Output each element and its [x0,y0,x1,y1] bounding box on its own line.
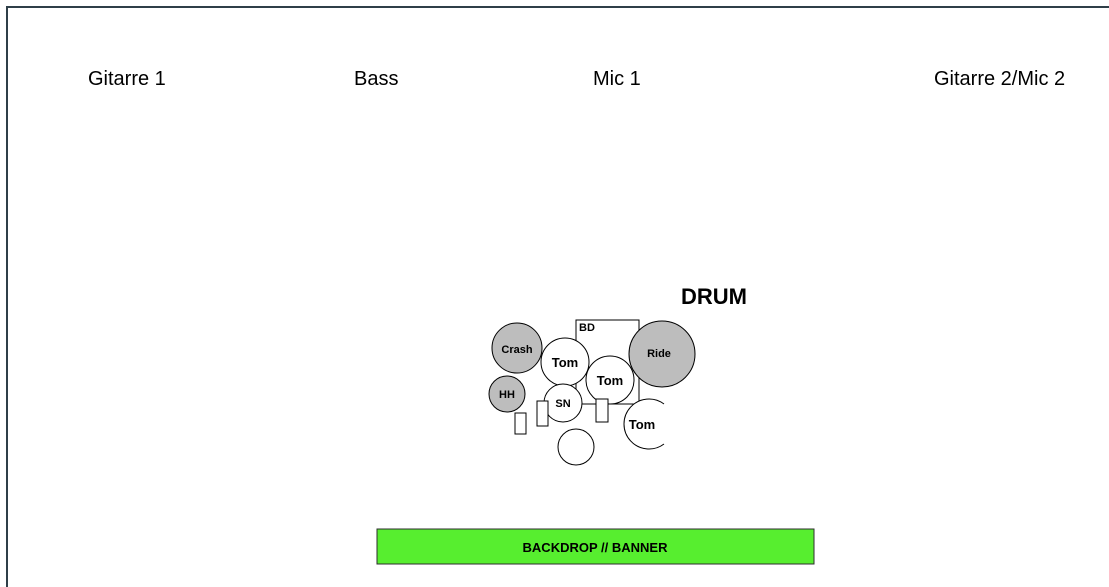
hihat-shape [488,375,526,413]
snare-label: SN [555,398,570,410]
crash-cymbal-label: Crash [501,344,532,356]
guitar1-position-label: Gitarre 1 [88,68,166,90]
drum-throne-shape [557,428,595,466]
ride-cymbal-shape [628,320,696,388]
floor-tom-shape [623,398,665,450]
backdrop-banner-label: BACKDROP // BANNER [523,540,669,555]
floor-tom-label: Tom [629,417,655,432]
ride-cymbal-label: Ride [647,348,671,360]
drum-title: DRUM [681,284,747,309]
tom2-label: Tom [597,373,623,388]
guitar2-mic2-position-label: Gitarre 2/Mic 2 [934,68,1066,90]
crash-cymbal-shape [491,322,543,374]
bass-position-label: Bass [354,68,399,90]
mic1-position-label: Mic 1 [593,68,641,90]
hihat-pedal-shape [514,412,527,435]
bass-drum-label: BD [579,322,595,334]
tom1-label: Tom [552,355,578,370]
tom2-shape [585,355,635,405]
stage-frame [6,6,1109,587]
left-pedal-shape [536,400,549,427]
hihat-label: HH [499,389,515,401]
right-pedal-shape [595,398,609,423]
backdrop-banner-shape [376,528,815,565]
